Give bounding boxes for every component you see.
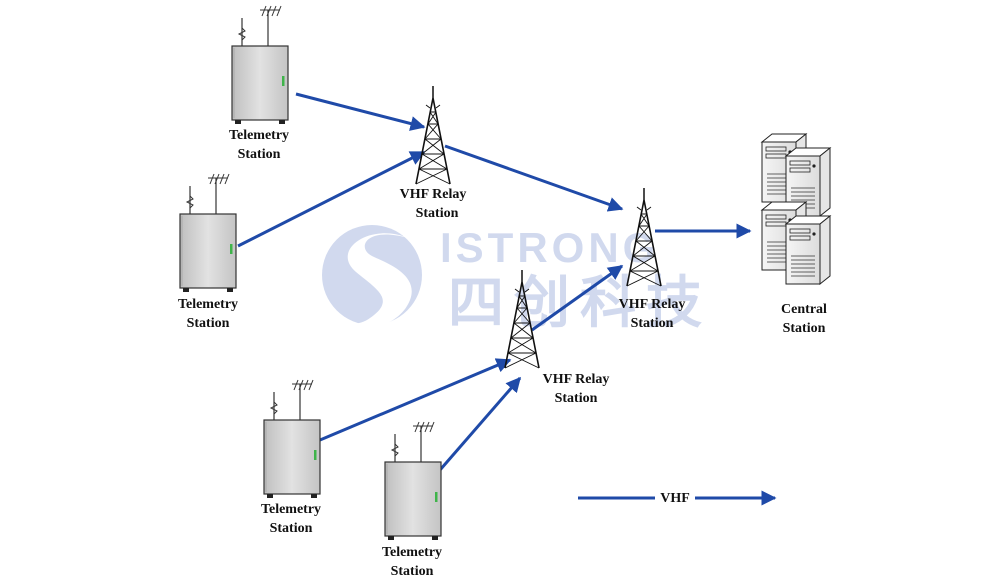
telemetry-station-2: Telemetry Station <box>178 173 238 331</box>
server-icon <box>761 133 831 285</box>
central-station-label-line1: Central <box>781 302 827 317</box>
cabinet-icon <box>263 379 321 499</box>
watermark-brand-en: ISTRONG <box>440 224 659 271</box>
istrong-s-logo-icon <box>322 225 422 330</box>
vhf-relay-station-3: VHF Relay Station <box>504 269 610 406</box>
link-telemetry3-relay3 <box>319 358 512 442</box>
relay-station-2-label-line2: Station <box>631 316 674 331</box>
central-station: Central Station <box>761 133 831 336</box>
relay-station-3-label-line1: VHF Relay <box>543 372 610 387</box>
link-telemetry4-relay3 <box>438 376 522 471</box>
telemetry-station-3-label-line2: Station <box>270 521 313 536</box>
cabinet-icon <box>384 421 442 541</box>
relay-station-3-label-line2: Station <box>555 391 598 406</box>
vhf-relay-station-2: VHF Relay Station <box>619 187 686 331</box>
cabinet-icon <box>179 173 237 293</box>
telemetry-station-1: Telemetry Station <box>229 5 289 162</box>
link-relay1-relay2 <box>444 144 624 212</box>
telemetry-station-1-label-line1: Telemetry <box>229 128 289 143</box>
relay-station-2-label-line1: VHF Relay <box>619 297 686 312</box>
telemetry-station-4-label-line1: Telemetry <box>382 545 442 560</box>
telemetry-station-1-label-line2: Station <box>238 147 281 162</box>
vhf-relay-station-1: VHF Relay Station <box>400 85 467 221</box>
tower-icon <box>415 85 451 185</box>
telemetry-station-3: Telemetry Station <box>261 379 321 536</box>
legend-label: VHF <box>660 491 690 506</box>
telemetry-station-4: Telemetry Station <box>382 421 442 579</box>
legend-label-bg <box>655 488 695 506</box>
link-telemetry2-relay1 <box>237 150 426 248</box>
vhf-links <box>237 92 752 471</box>
link-relay3-relay2 <box>531 264 624 332</box>
cabinet-icon <box>231 5 289 125</box>
telemetry-station-3-label-line1: Telemetry <box>261 502 321 517</box>
telemetry-station-2-label-line1: Telemetry <box>178 297 238 312</box>
watermark: ISTRONG 四创科技 <box>322 224 702 334</box>
link-telemetry1-relay1 <box>295 92 426 131</box>
telemetry-station-4-label-line2: Station <box>391 564 434 579</box>
telemetry-station-2-label-line2: Station <box>187 316 230 331</box>
relay-station-1-label-line1: VHF Relay <box>400 187 467 202</box>
relay-station-1-label-line2: Station <box>416 206 459 221</box>
legend: VHF <box>578 488 777 506</box>
central-station-label-line2: Station <box>783 321 826 336</box>
